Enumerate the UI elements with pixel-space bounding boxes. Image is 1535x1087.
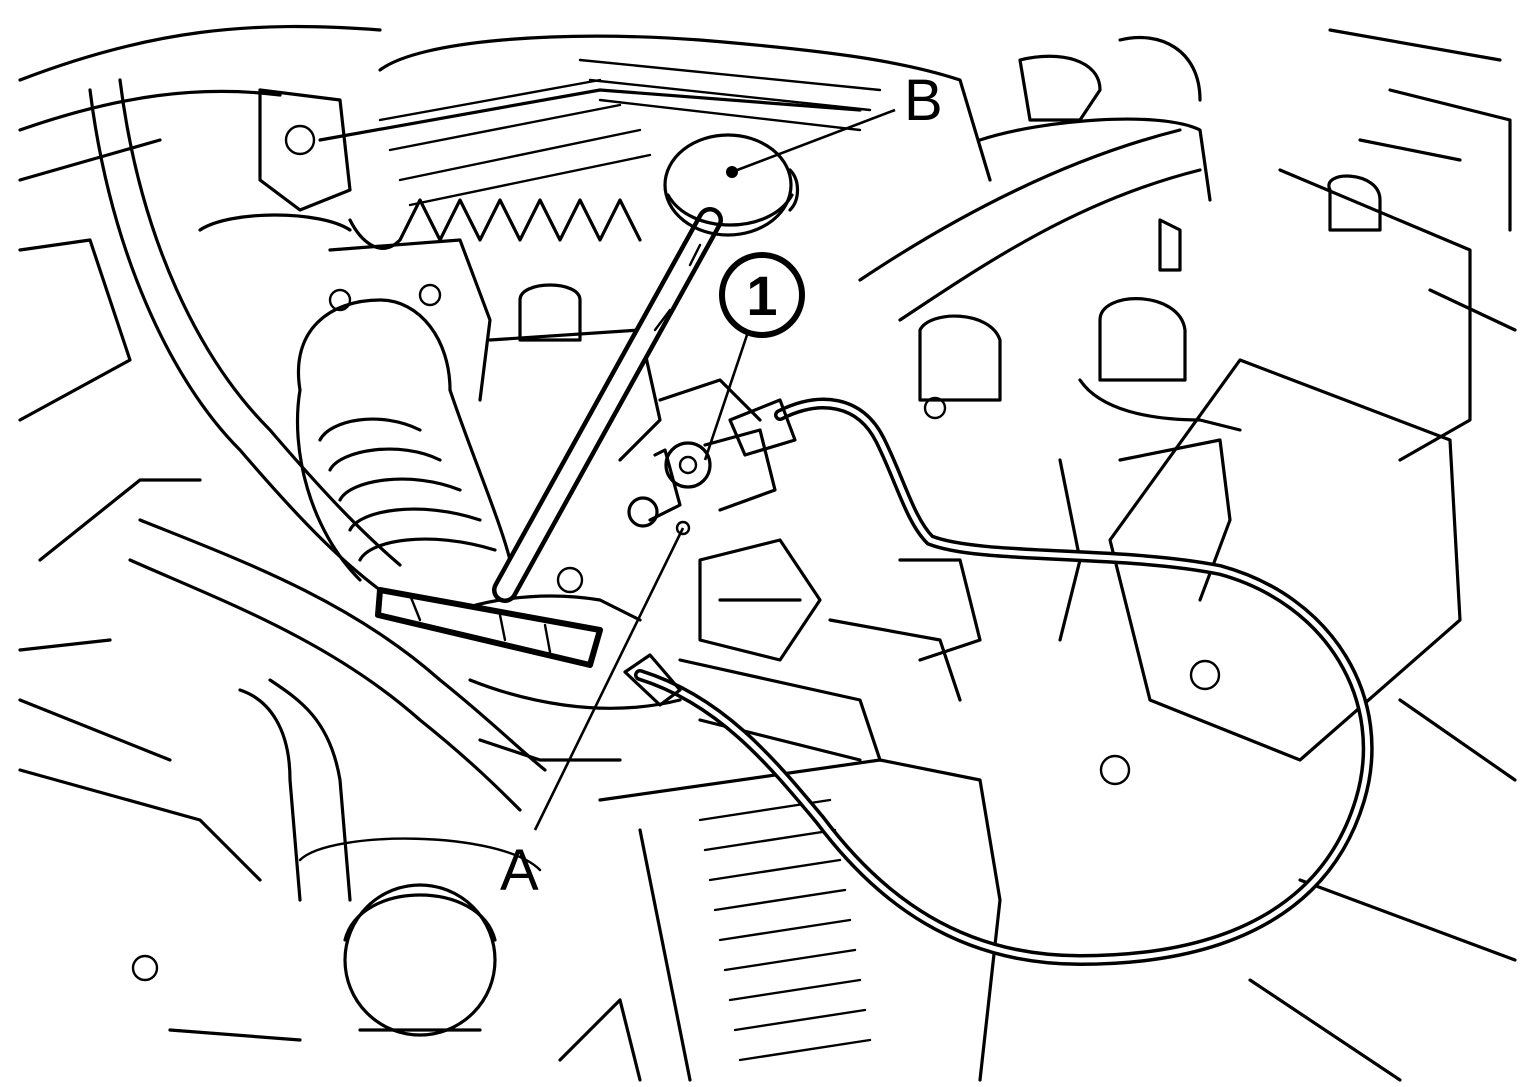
- intake-manifold: [198, 34, 992, 250]
- callout-label-a: A: [500, 838, 539, 903]
- callout-a-group: A: [500, 838, 539, 903]
- air-intake-duct: [296, 238, 582, 582]
- callout-number-1: 1: [746, 264, 777, 327]
- engine-block: [438, 328, 882, 762]
- reservoir-cap: [131, 837, 542, 1042]
- callout-b-group: B: [904, 68, 943, 133]
- fitting-a: [627, 398, 797, 536]
- gauge-hose: [623, 397, 1374, 967]
- callout-label-b: B: [904, 68, 943, 133]
- gauge-b: [375, 133, 800, 668]
- leader-lines: [533, 108, 896, 831]
- callout-1-group: 1: [719, 252, 805, 338]
- coolant-hoses-left: [88, 78, 547, 902]
- body-panels: [18, 24, 1517, 1082]
- right-side-components: [828, 35, 1472, 786]
